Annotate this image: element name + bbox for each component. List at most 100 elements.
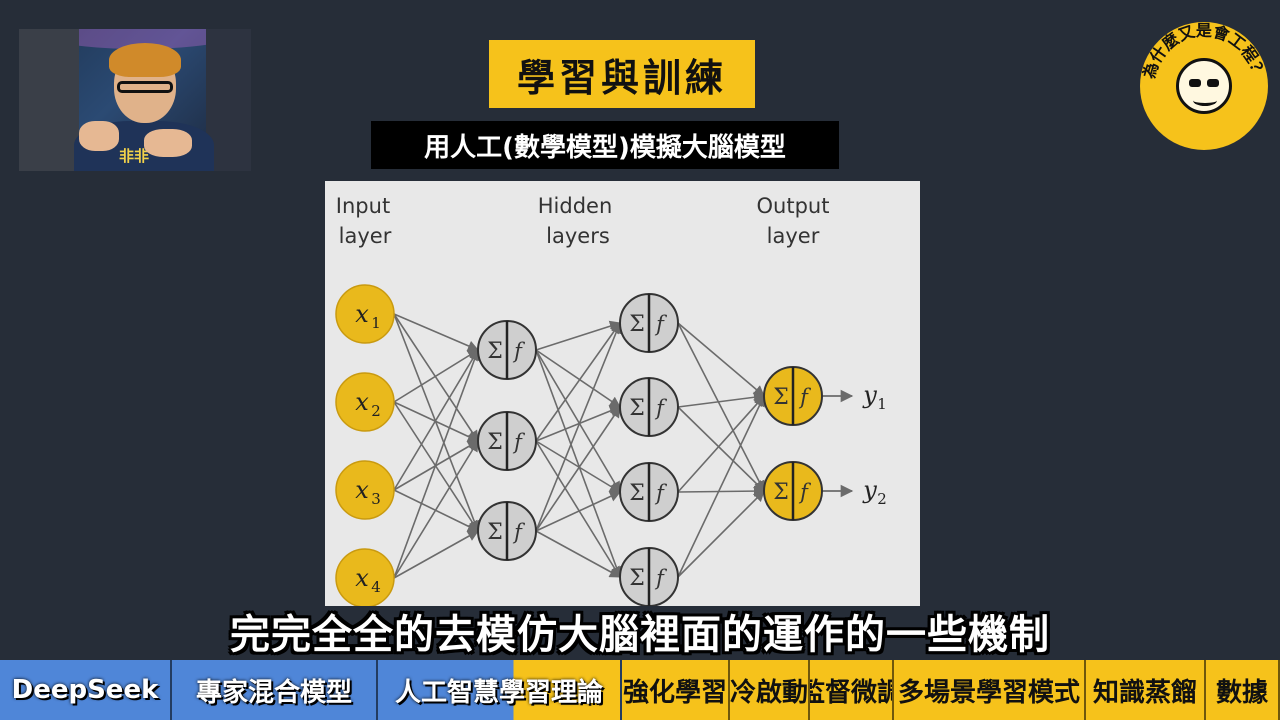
input-subscript-label: 4: [371, 578, 381, 596]
activation-f-symbol: f: [654, 312, 667, 336]
channel-logo: 為什麼又是會工程？: [1140, 22, 1268, 150]
chapter-progress-bar: DeepSeek專家混合模型人工智慧學習理論強化學習冷啟動監督微調多場景學習模式…: [0, 660, 1280, 720]
connection-edge: [677, 485, 766, 497]
logo-eye-right: [1207, 79, 1219, 87]
input-layer-label-1: Input: [336, 194, 390, 218]
connection-edge: [535, 320, 622, 351]
connection-edge: [535, 530, 621, 578]
chapter-segment[interactable]: 多場景學習模式: [894, 660, 1086, 720]
input-subscript-label: 1: [371, 314, 381, 332]
output-variable-label: y: [862, 381, 877, 409]
output-variable-label: y: [862, 476, 877, 504]
connection-edge: [393, 349, 479, 491]
activation-f-symbol: f: [512, 339, 525, 363]
connection-edge: [393, 440, 479, 579]
connection-edge: [677, 490, 765, 578]
neural-network-diagram: Input layer Hidden layers Output layer x…: [325, 181, 920, 606]
sigma-symbol: Σ: [487, 520, 503, 545]
slide-title: 學習與訓練: [489, 40, 755, 108]
input-variable-label: x: [355, 476, 369, 504]
activation-f-symbol: f: [798, 385, 811, 409]
presenter-hand-right: [144, 129, 192, 157]
input-variable-label: x: [355, 300, 369, 328]
input-layer-label-2: layer: [339, 224, 392, 248]
sigma-symbol: Σ: [629, 312, 645, 337]
ceiling-light: [29, 29, 249, 49]
connection-edge: [535, 440, 621, 578]
connection-edge: [677, 406, 765, 492]
activation-f-symbol: f: [798, 480, 811, 504]
connection-edge: [677, 322, 765, 492]
sigma-symbol: Σ: [629, 396, 645, 421]
connection-edge: [393, 401, 479, 532]
sigma-symbol: Σ: [629, 566, 645, 591]
connection-edge: [393, 349, 479, 403]
output-layer-label-2: layer: [767, 224, 820, 248]
activation-f-symbol: f: [654, 481, 667, 505]
connection-edge: [677, 322, 765, 397]
neural-network-svg: Input layer Hidden layers Output layer x…: [335, 194, 887, 606]
logo-mouth: [1193, 95, 1217, 106]
slide-subtitle: 用人工(數學模型)模擬大腦模型: [371, 121, 839, 169]
chapter-segment[interactable]: 冷啟動: [730, 660, 810, 720]
input-variable-label: x: [355, 564, 369, 592]
activation-f-symbol: f: [654, 566, 667, 590]
connection-edge: [535, 440, 621, 493]
connection-edge: [677, 391, 766, 408]
connection-edge: [677, 395, 765, 493]
connection-edge: [393, 313, 480, 533]
sigma-symbol: Σ: [487, 430, 503, 455]
chapter-segment[interactable]: 數據: [1206, 660, 1280, 720]
connection-edge: [393, 313, 479, 442]
sigma-symbol: Σ: [773, 385, 789, 410]
presenter-glasses: [117, 81, 173, 93]
activation-f-symbol: f: [654, 396, 667, 420]
connection-edge: [535, 406, 621, 532]
output-layer-label-1: Output: [757, 194, 830, 218]
input-subscript-label: 2: [371, 402, 381, 420]
connection-edge: [393, 313, 480, 352]
video-caption: 完完全全的去模仿大腦裡面的運作的一些機制: [230, 612, 1050, 658]
chapter-segment[interactable]: 監督微調: [810, 660, 894, 720]
logo-eye-left: [1189, 79, 1201, 87]
shirt-text: 非非: [119, 147, 150, 165]
hidden-layer-label-2: layers: [546, 224, 610, 248]
input-subscript-label: 3: [371, 490, 381, 508]
monkey-face-icon: [1176, 58, 1232, 114]
chapter-segment[interactable]: 專家混合模型: [172, 660, 378, 720]
output-subscript-label: 1: [877, 395, 887, 413]
output-subscript-label: 2: [877, 490, 887, 508]
connection-edge: [677, 394, 765, 578]
presenter-hair: [109, 43, 181, 77]
connection-edge: [535, 349, 622, 579]
connection-edge: [535, 405, 622, 442]
connection-edge: [393, 348, 480, 579]
connection-edge: [535, 349, 621, 408]
sigma-symbol: Σ: [773, 480, 789, 505]
chapter-segment[interactable]: 人工智慧學習理論: [378, 660, 622, 720]
chapter-segment[interactable]: 強化學習: [622, 660, 730, 720]
hidden-layer-label-1: Hidden: [538, 194, 613, 218]
sigma-symbol: Σ: [629, 481, 645, 506]
background-shelf: [19, 29, 79, 171]
chapter-segment[interactable]: 知識蒸餾: [1086, 660, 1206, 720]
chapter-segment[interactable]: DeepSeek: [0, 660, 172, 720]
connection-edge: [535, 491, 622, 532]
sigma-symbol: Σ: [487, 339, 503, 364]
connection-edge: [535, 322, 621, 442]
presenter-hand-left: [79, 121, 119, 151]
connection-edge: [535, 321, 622, 532]
